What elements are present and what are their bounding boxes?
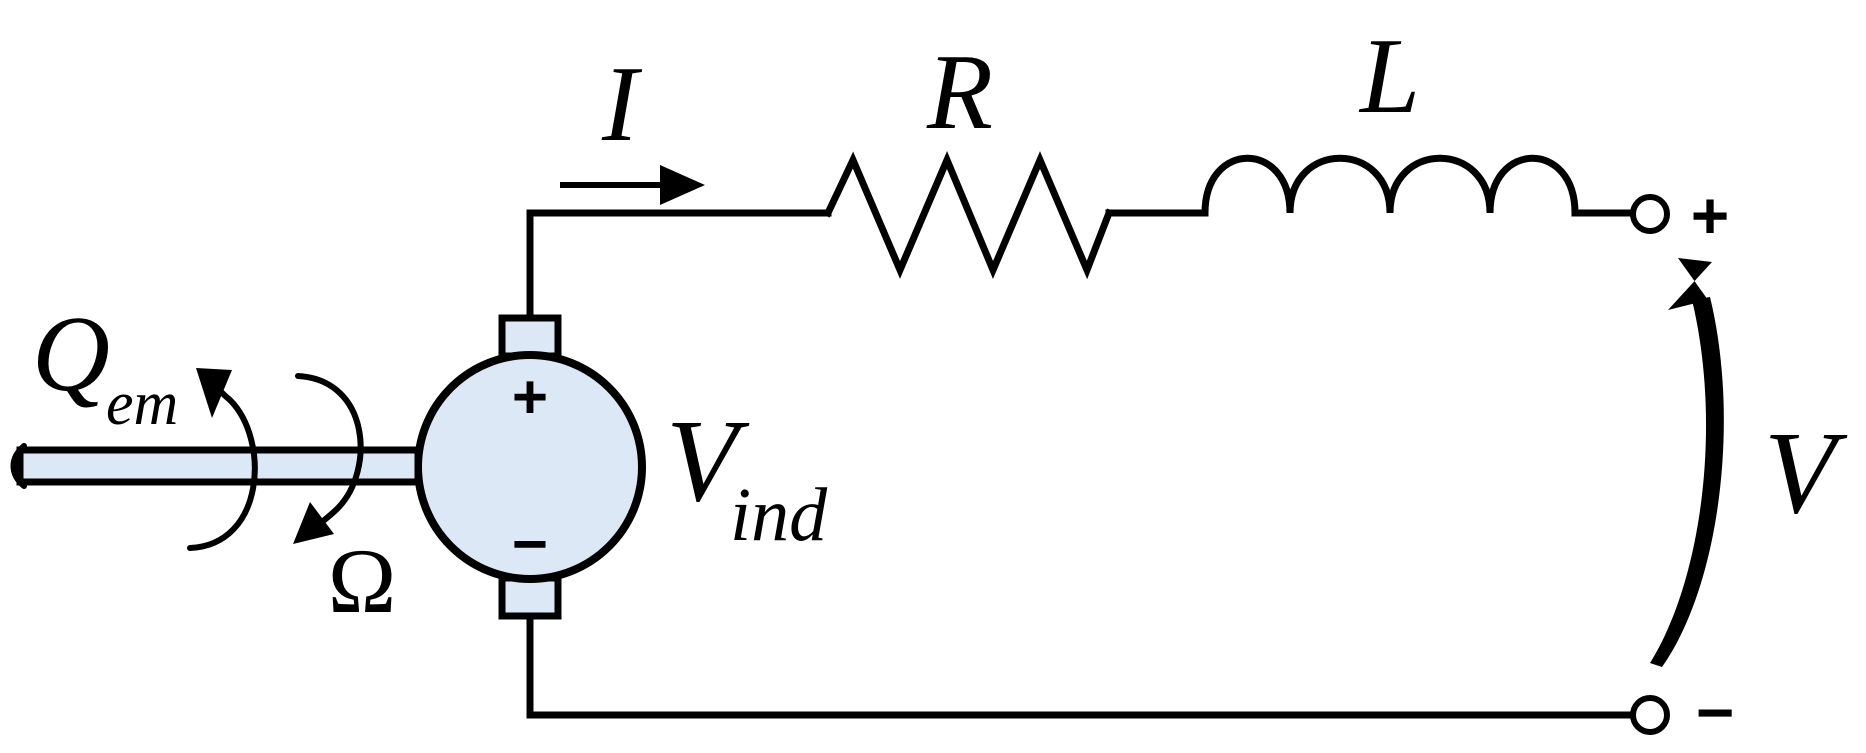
voltage-arrow-body [1650,297,1724,667]
speed-arrowhead [293,502,334,544]
inductor [1186,154,1579,217]
inductor-label: L [1358,17,1420,136]
voltage-arrowhead [1668,258,1712,310]
terminal-negative [1630,695,1670,735]
terminal-voltage-label: V [1764,407,1848,538]
terminal-positive [1630,194,1670,234]
wire-top-left [526,209,832,324]
current-arrowhead [660,165,705,205]
torque-arrowhead [196,368,232,418]
induced-voltage-label: V [666,395,750,526]
angular-speed-label: Ω [328,530,396,632]
motor-positive-sign: + [512,363,548,432]
speed-arc [295,373,364,531]
induced-voltage-subscript: ind [730,473,828,557]
resistor [823,151,1114,280]
motor-brush-bottom [498,574,562,620]
motor-negative-sign: − [512,510,548,579]
terminal-negative-sign: − [1696,675,1735,749]
shaft-end [10,443,27,489]
wire-bottom [526,611,1637,719]
motor-shaft [16,446,422,486]
motor-brush-top [498,314,562,360]
torque-label: Q [32,295,110,414]
resistor-label: R [926,33,993,152]
terminal-positive-sign: + [1691,178,1730,252]
torque-subscript: em [106,370,178,438]
current-label: I [601,45,643,164]
